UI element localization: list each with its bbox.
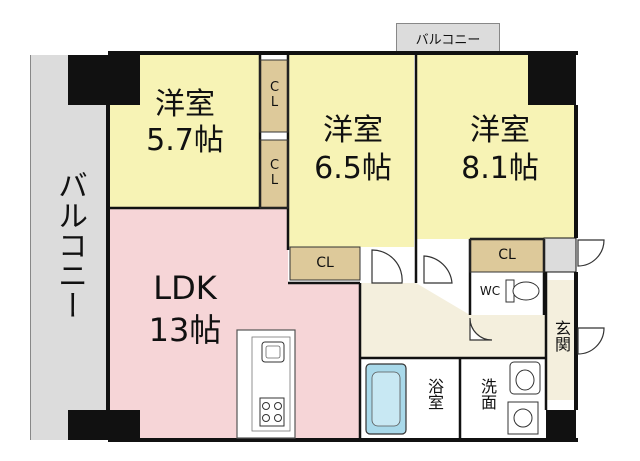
closet-3-label: CL xyxy=(316,255,334,271)
top-balcony-label: バルコニー xyxy=(415,33,481,48)
western-room-2-name: 洋室 xyxy=(323,113,383,148)
column-mid xyxy=(543,237,577,273)
entrance-label: 玄関 xyxy=(552,320,571,352)
closet-2-label: CL xyxy=(267,158,282,188)
column-tr xyxy=(528,55,576,105)
ldk-name: LDK xyxy=(153,269,217,307)
bathtub-icon xyxy=(365,363,407,435)
column-br xyxy=(546,410,576,440)
toilet-icon xyxy=(505,279,540,303)
closet-1 xyxy=(260,60,288,132)
closet-4-label: CL xyxy=(498,247,516,263)
sink-icon xyxy=(261,341,285,363)
ldk-floor xyxy=(108,208,360,440)
closet-2 xyxy=(260,140,288,208)
washing-machine-icon xyxy=(507,401,539,435)
washroom-label: 洗面 xyxy=(478,378,497,410)
western-room-2-size: 6.5帖 xyxy=(314,151,392,186)
western-room-3-name: 洋室 xyxy=(470,113,530,148)
closet-3 xyxy=(290,247,360,280)
entrance-floor xyxy=(546,280,576,400)
door-swing-icon xyxy=(371,239,605,355)
ldk-size: 13帖 xyxy=(148,311,222,349)
bath-label: 浴室 xyxy=(425,378,444,410)
stove-icon xyxy=(259,397,285,427)
western-room-3-size: 8.1帖 xyxy=(461,151,539,186)
closet-4 xyxy=(470,239,544,272)
western-room-1-name: 洋室 xyxy=(155,87,215,122)
toilet-label: WC xyxy=(479,284,501,298)
western-room-1-size: 5.7帖 xyxy=(146,123,224,158)
closet-1-label: CL xyxy=(267,80,282,110)
column-tl xyxy=(68,55,140,105)
left-balcony-label: バルコニー xyxy=(52,170,87,320)
left-balcony xyxy=(30,55,108,440)
column-bl xyxy=(68,410,140,440)
hall-floor xyxy=(360,283,546,358)
western-room-2-floor xyxy=(288,53,414,247)
washbasin-icon xyxy=(509,361,541,395)
